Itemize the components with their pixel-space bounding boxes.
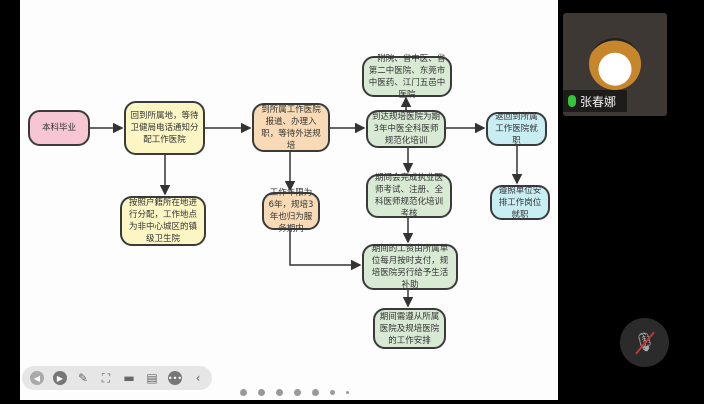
page-dot[interactable] <box>276 389 283 396</box>
node-training: 到达规培医院为期3年中医全科医师规范化培训 <box>366 110 446 148</box>
page-dot[interactable] <box>312 389 319 396</box>
camera-icon[interactable]: ▬ <box>123 371 135 385</box>
play-icon[interactable]: ▶ <box>53 371 67 385</box>
participant-name: 张春娜 <box>580 94 617 109</box>
participant-tile[interactable]: 张春娜 <box>563 13 667 116</box>
mic-muted-icon: 🎙 <box>633 332 656 353</box>
node-report: 到所属工作医院报道、办理入职，等待外送规培 <box>252 103 330 152</box>
page-dot[interactable] <box>346 391 349 394</box>
page-dot[interactable] <box>330 390 335 395</box>
more-icon[interactable]: ••• <box>168 371 182 385</box>
page-dot[interactable] <box>240 389 247 396</box>
node-hospitals: 一附院、省中医、省第二中医院、东莞市中医药、江门五邑中医院 <box>362 54 452 100</box>
comment-icon[interactable]: ▤ <box>146 371 158 385</box>
participant-namebar: 张春娜 <box>563 90 627 112</box>
node-exams: 期间会完成执业医师考试、注册、全科医师规范化培训考核 <box>366 173 452 219</box>
node-assign: 遵照单位安排工作岗位就职 <box>490 185 550 220</box>
pen-icon[interactable]: ✎ <box>77 371 89 385</box>
node-graduate: 本科毕业 <box>28 110 90 146</box>
back-icon[interactable]: ◀ <box>30 371 44 385</box>
node-obey: 期间需遵从所属医院及规培医院的工作安排 <box>373 308 446 349</box>
mic-on-icon <box>568 95 576 107</box>
collapse-icon[interactable]: ‹ <box>195 371 201 385</box>
node-back: 返回到所属工作医院就职 <box>486 112 547 146</box>
page-dot[interactable] <box>294 389 301 396</box>
page-dot[interactable] <box>258 389 265 396</box>
presentation-toolbar: ◀ ▶ ✎ ⛶ ▬ ▤ ••• ‹ <box>22 366 212 390</box>
mic-muted-button[interactable]: 🎙 <box>620 318 669 367</box>
node-years: 工作年限为6年，规培3年也归为服务期内 <box>262 188 320 234</box>
node-household: 按照户籍所在地进行分配，工作地点为非中心城区的镇级卫生院 <box>120 196 206 246</box>
page-indicator <box>240 389 349 396</box>
node-salary: 期间的工资由所属单位每月按时支付，规培医院另行给予生活补助 <box>362 244 458 290</box>
node-return-home: 回到所属地，等待卫健局电话通知分配工作医院 <box>124 101 205 155</box>
screenshot-icon[interactable]: ⛶ <box>101 370 111 385</box>
avatar <box>589 38 641 90</box>
